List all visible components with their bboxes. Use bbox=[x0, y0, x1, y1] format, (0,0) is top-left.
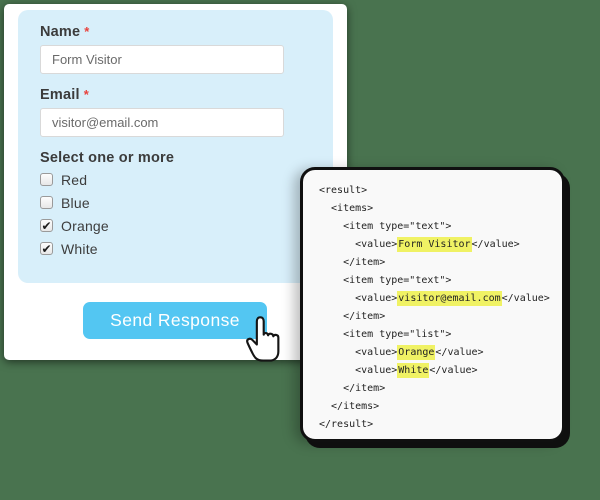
code-line: <value>White</value> bbox=[319, 363, 478, 378]
required-asterisk: * bbox=[84, 24, 90, 39]
highlighted-value: White bbox=[397, 363, 430, 378]
send-response-button[interactable]: Send Response bbox=[83, 302, 267, 339]
checkbox-option-row: ✔ Orange bbox=[40, 214, 311, 237]
code-line: </items> bbox=[319, 401, 380, 412]
checkbox-label: Blue bbox=[61, 194, 90, 211]
highlighted-value: Form Visitor bbox=[397, 237, 472, 252]
checkbox-checked[interactable]: ✔ bbox=[40, 241, 53, 256]
checkbox-label: White bbox=[61, 240, 98, 257]
required-asterisk: * bbox=[83, 87, 89, 102]
checkbox-unchecked[interactable] bbox=[40, 196, 53, 209]
checkbox-checked[interactable]: ✔ bbox=[40, 218, 53, 233]
code-panel: <result> <items> <item type="text"> <val… bbox=[300, 167, 565, 442]
code-line: </result> bbox=[319, 419, 374, 430]
highlighted-value: Orange bbox=[397, 345, 436, 360]
name-label-text: Name bbox=[40, 24, 81, 40]
email-input[interactable] bbox=[40, 108, 284, 137]
form-card: Name* Email* Select one or more RedBlue✔… bbox=[4, 4, 347, 362]
email-field-label: Email* bbox=[40, 87, 311, 103]
code-line: </item> bbox=[319, 257, 386, 268]
code-line: <value>Form Visitor</value> bbox=[319, 237, 520, 252]
checkbox-label: Red bbox=[61, 171, 88, 188]
code-line: <value>visitor@email.com</value> bbox=[319, 291, 550, 306]
checkbox-option-row: Red bbox=[40, 168, 311, 191]
code-line: <value>Orange</value> bbox=[319, 345, 484, 360]
checkbox-label: Orange bbox=[61, 217, 109, 234]
code-content: <result> <items> <item type="text"> <val… bbox=[303, 170, 562, 434]
name-input[interactable] bbox=[40, 45, 284, 74]
code-line: <items> bbox=[319, 203, 374, 214]
checkbox-option-row: Blue bbox=[40, 191, 311, 214]
code-line: </item> bbox=[319, 311, 386, 322]
form-panel: Name* Email* Select one or more RedBlue✔… bbox=[18, 10, 333, 283]
email-label-text: Email bbox=[40, 87, 80, 103]
checkbox-option-row: ✔ White bbox=[40, 237, 311, 260]
code-line: <item type="text"> bbox=[319, 221, 452, 232]
checkbox-group-label: Select one or more bbox=[40, 150, 175, 166]
code-line: <result> bbox=[319, 185, 368, 196]
code-line: </item> bbox=[319, 383, 386, 394]
code-line: <item type="text"> bbox=[319, 275, 452, 286]
code-line: <item type="list"> bbox=[319, 329, 452, 340]
checkbox-unchecked[interactable] bbox=[40, 173, 53, 186]
name-field-label: Name* bbox=[40, 24, 311, 40]
highlighted-value: visitor@email.com bbox=[397, 291, 502, 306]
